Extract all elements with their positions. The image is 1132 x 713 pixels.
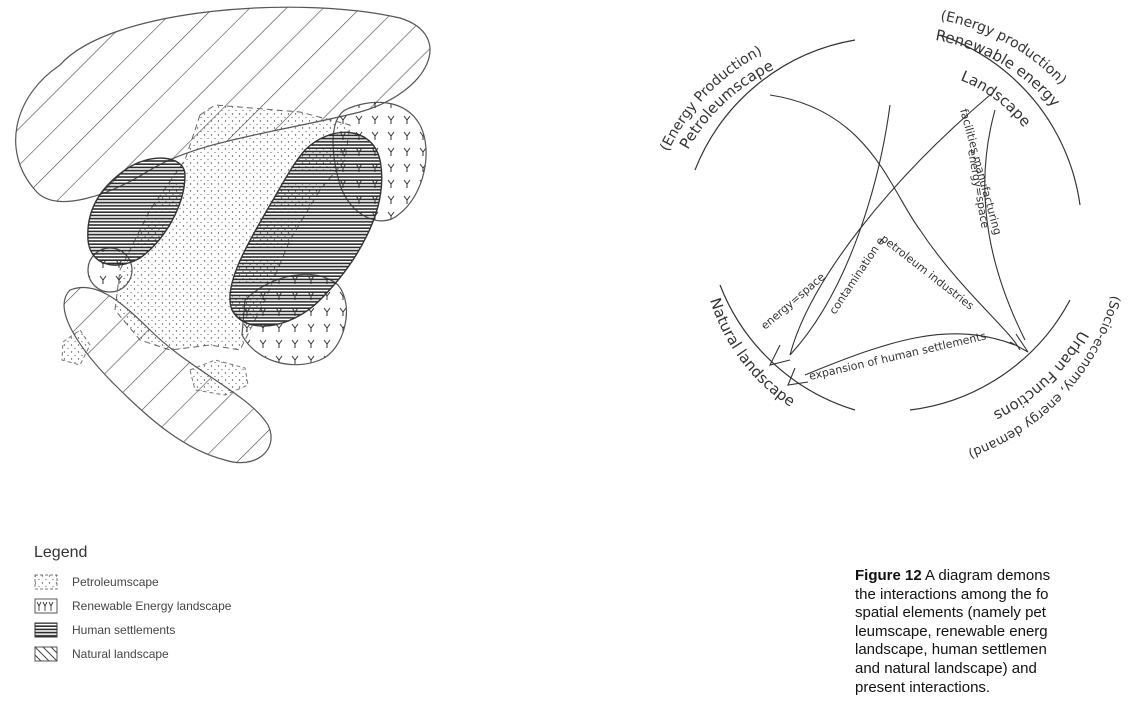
- edge-label: energy=space: [758, 270, 827, 332]
- caption-line: present interactions.: [855, 679, 1132, 698]
- horizontal-line-hatch-icon: [34, 622, 58, 638]
- interaction-diagram: (Energy Production) Petroleumscape (Ener…: [640, 0, 1132, 470]
- caption-line: Figure 12 A diagram demons: [855, 567, 1132, 586]
- edge-label: contamination etc.: [640, 0, 887, 317]
- caption-line: leumscape, renewable energ: [855, 623, 1132, 642]
- legend-title: Legend: [34, 544, 394, 562]
- arrow-head: [1010, 334, 1028, 352]
- edge-label: petroleum industries: [878, 232, 976, 313]
- legend-item-petroleumscape: Petroleumscape: [34, 570, 394, 594]
- edge-label: expansion of human settlements: [808, 329, 988, 383]
- caption-line: the interactions among the fo: [855, 586, 1132, 605]
- legend-item-settlements: Human settlements: [34, 618, 394, 642]
- dotted-hatch-icon: [34, 574, 58, 590]
- caption-line: spatial elements (namely pet: [855, 604, 1132, 623]
- legend-item-natural: Natural landscape: [34, 642, 394, 666]
- figure-caption: Figure 12 A diagram demons the interacti…: [855, 567, 1132, 697]
- legend-label: Human settlements: [72, 623, 175, 637]
- arrow-head: [770, 345, 790, 365]
- caption-line: landscape, human settlemen: [855, 641, 1132, 660]
- landscape-sketch: [0, 0, 440, 520]
- legend-label: Petroleumscape: [72, 575, 159, 589]
- figure-number: Figure 12: [855, 567, 922, 584]
- connector-curve: [790, 105, 890, 355]
- legend-label: Renewable Energy landscape: [72, 599, 231, 613]
- legend: Legend Petroleumscape Renewable Energy l…: [34, 544, 394, 666]
- legend-item-renewable: Renewable Energy landscape: [34, 594, 394, 618]
- caption-line: and natural landscape) and: [855, 660, 1132, 679]
- legend-label: Natural landscape: [72, 647, 169, 661]
- y-symbol-hatch-icon: [34, 598, 58, 614]
- caption-text: A diagram demons: [925, 567, 1050, 584]
- diagonal-line-hatch-icon: [34, 646, 58, 662]
